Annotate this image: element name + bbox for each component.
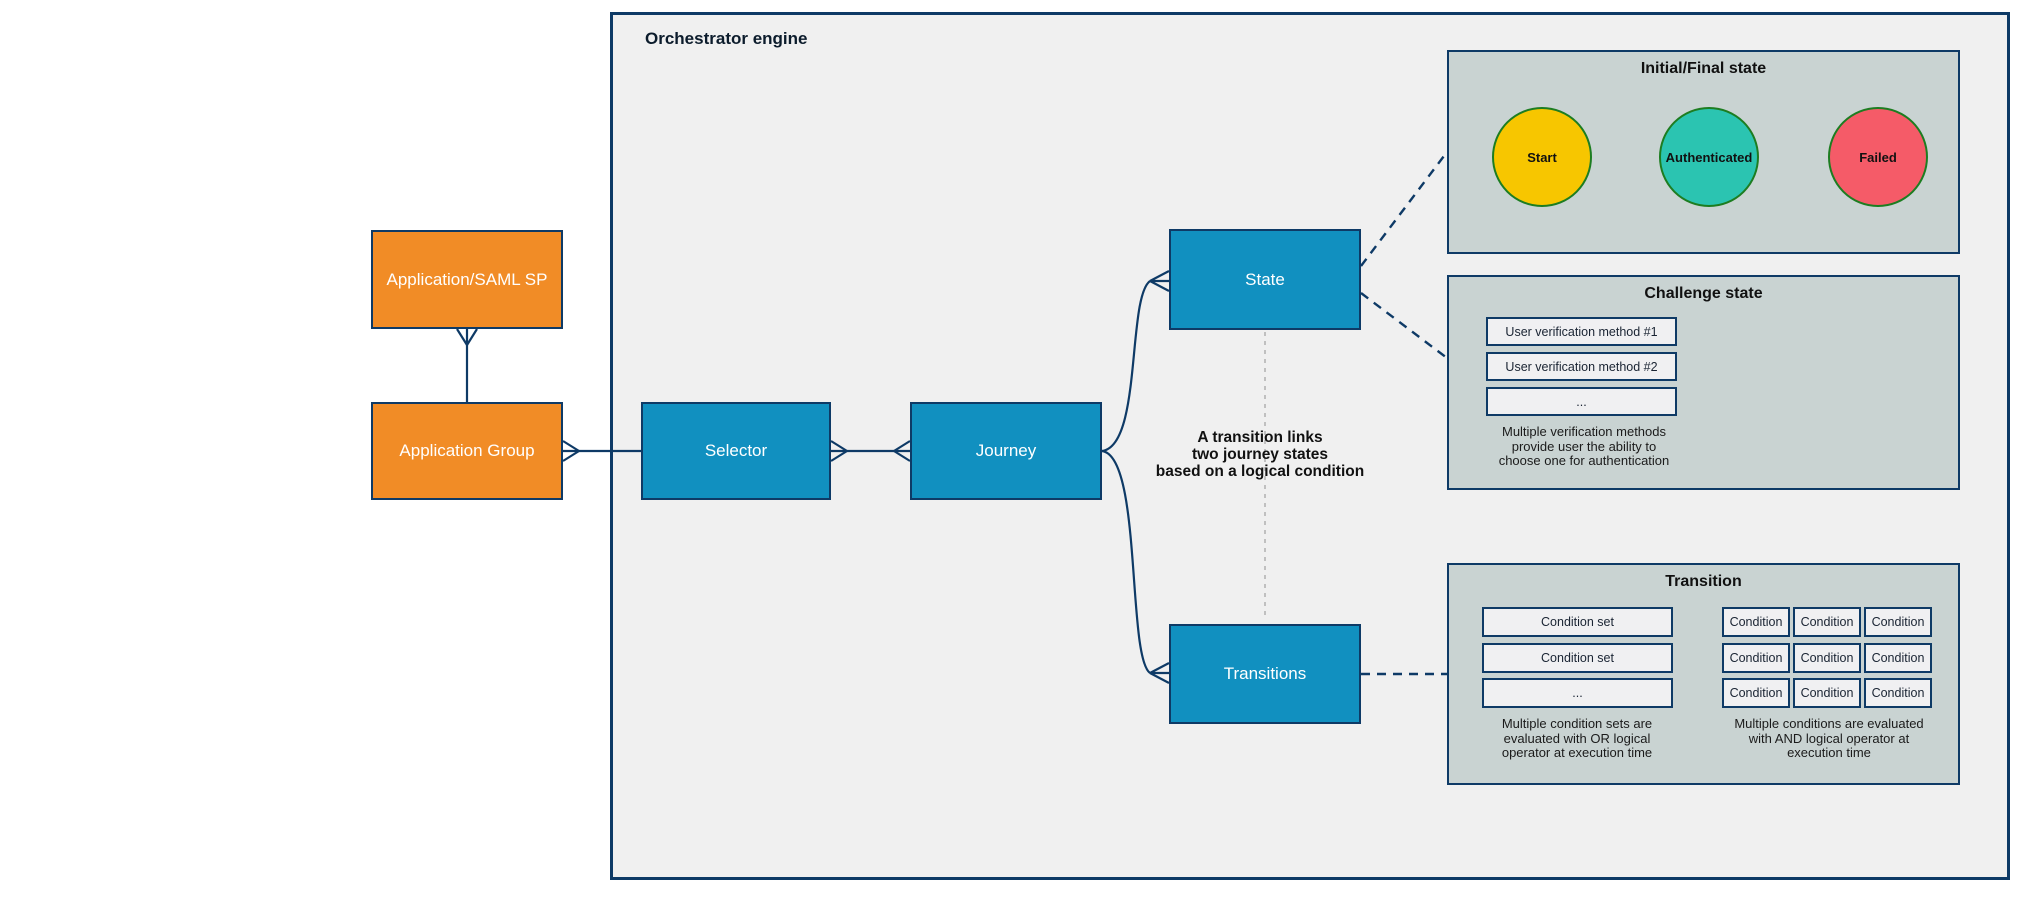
state-circle-authenticated-label: Authenticated [1665, 149, 1753, 165]
crowsfoot-saml-icon [456, 328, 478, 346]
crowsfoot-journey-icon [893, 440, 911, 462]
state-circle-start: Start [1492, 107, 1592, 207]
node-application-saml-sp-label: Application/SAML SP [386, 269, 548, 289]
node-selector: Selector [641, 402, 831, 500]
panel-initial-final-state: Initial/Final state Start Authenticated … [1447, 50, 1960, 254]
edge-journey-to-transitions [1101, 449, 1151, 674]
crowsfoot-transitions-icon [1149, 662, 1170, 684]
panel-challenge-state: Challenge state User verification method… [1447, 275, 1960, 490]
condition-set-more: ... [1482, 678, 1673, 708]
node-application-group: Application Group [371, 402, 563, 500]
condition-cell: Condition [1722, 643, 1790, 673]
node-journey: Journey [910, 402, 1102, 500]
transition-caption-or: Multiple condition sets are evaluated wi… [1501, 716, 1653, 760]
edge-journey-to-state [1101, 280, 1151, 453]
panel-challenge-title: Challenge state [1644, 285, 1763, 302]
transition-caption-and: Multiple conditions are evaluated with A… [1734, 716, 1924, 760]
orchestrator-engine-title: Orchestrator engine [645, 29, 808, 48]
challenge-caption: Multiple verification methods provide us… [1498, 424, 1670, 468]
condition-cell: Condition [1864, 607, 1932, 637]
verification-method-more: ... [1486, 387, 1677, 416]
state-circle-failed-label: Failed [1859, 149, 1897, 165]
verification-method-1: User verification method #1 [1486, 317, 1677, 346]
condition-cell: Condition [1793, 678, 1861, 708]
dashed-state-to-challenge [1360, 292, 1448, 359]
node-application-saml-sp: Application/SAML SP [371, 230, 563, 329]
node-selector-label: Selector [704, 441, 768, 460]
node-application-group-label: Application Group [399, 441, 535, 460]
condition-cell: Condition [1722, 607, 1790, 637]
condition-cell: Condition [1864, 678, 1932, 708]
node-transitions-label: Transitions [1223, 664, 1307, 683]
crowsfoot-group-icon [562, 440, 580, 462]
condition-cell: Condition [1722, 678, 1790, 708]
state-circle-start-label: Start [1527, 149, 1557, 165]
panel-transition-title: Transition [1665, 573, 1742, 590]
panel-initial-final-title: Initial/Final state [1640, 60, 1767, 77]
transition-annotation: A transition links two journey states ba… [1155, 429, 1365, 480]
crowsfoot-selector-icon [830, 440, 848, 462]
node-state: State [1169, 229, 1361, 330]
panel-transition: Transition Condition set Condition set .… [1447, 563, 1960, 785]
condition-set-1: Condition set [1482, 607, 1673, 637]
condition-cell: Condition [1793, 607, 1861, 637]
state-circle-failed: Failed [1828, 107, 1928, 207]
node-state-label: State [1245, 269, 1285, 289]
state-circle-authenticated: Authenticated [1659, 107, 1759, 207]
node-journey-label: Journey [975, 441, 1037, 460]
dashed-state-to-initialfinal [1360, 151, 1448, 267]
crowsfoot-state-icon [1149, 270, 1170, 292]
verification-method-2: User verification method #2 [1486, 352, 1677, 381]
node-transitions: Transitions [1169, 624, 1361, 724]
condition-cell: Condition [1864, 643, 1932, 673]
condition-cell: Condition [1793, 643, 1861, 673]
condition-set-2: Condition set [1482, 643, 1673, 673]
